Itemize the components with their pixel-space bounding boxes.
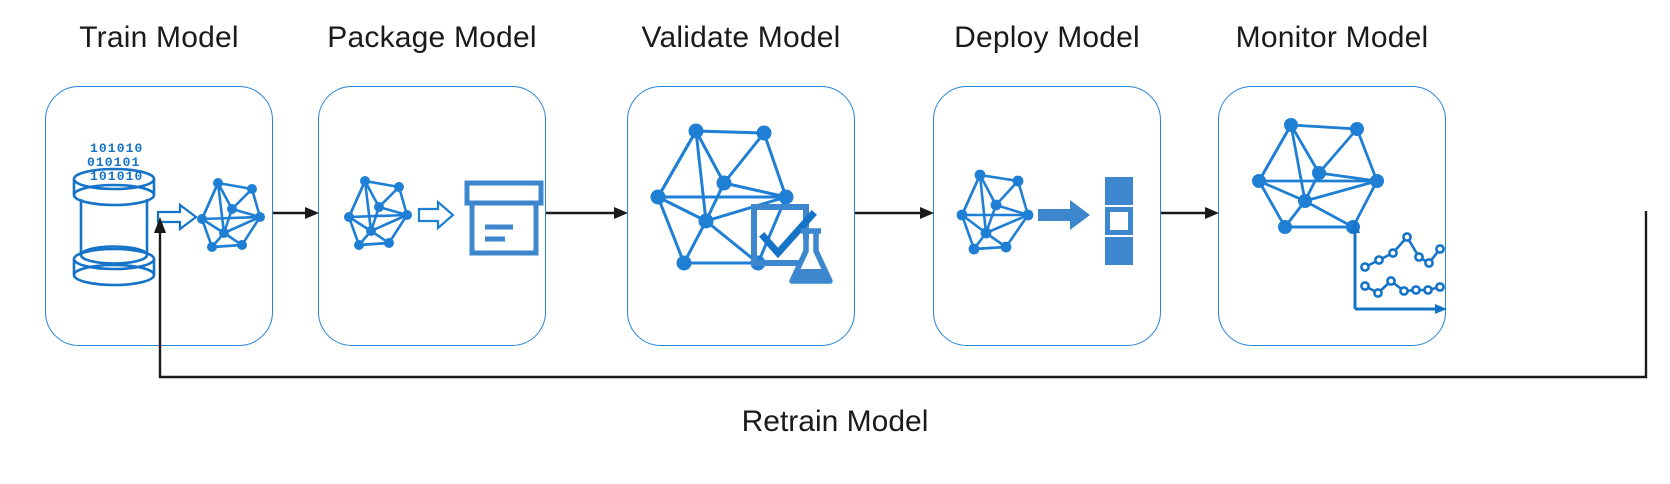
database-to-network-icon: 101010 010101 101010 xyxy=(46,87,272,345)
arrow-validate-to-deploy xyxy=(855,203,936,223)
retrain-feedback-loop xyxy=(140,203,1670,393)
flask-icon xyxy=(789,228,833,284)
stage-title-validate: Validate Model xyxy=(641,21,841,54)
neural-network-nodes xyxy=(197,178,265,252)
arrow-package-to-validate xyxy=(546,203,630,223)
neural-network-nodes xyxy=(344,176,412,250)
stage-title-deploy: Deploy Model xyxy=(954,21,1140,54)
stage-card-monitor-model[interactable] xyxy=(1218,86,1447,346)
binary-row-1: 010101 xyxy=(87,155,140,170)
binary-digits: 101010 010101 101010 xyxy=(87,141,143,184)
package-box-icon xyxy=(464,180,544,256)
network-to-package-icon xyxy=(319,87,545,345)
stage-title-monitor: Monitor Model xyxy=(1235,21,1429,54)
neural-network-nodes xyxy=(650,123,794,271)
stage-title-package: Package Model xyxy=(327,21,537,54)
neural-network-nodes xyxy=(1252,118,1384,234)
binary-row-2: 101010 xyxy=(90,169,143,184)
solid-arrow-icon xyxy=(1038,200,1090,230)
chart-axis-arrowheads xyxy=(1350,221,1447,314)
binary-row-0: 101010 xyxy=(90,141,143,156)
arrow-train-to-package xyxy=(273,203,321,223)
stage-card-deploy-model[interactable] xyxy=(933,86,1161,346)
monitoring-line-chart xyxy=(1350,221,1447,314)
stage-card-package-model[interactable] xyxy=(318,86,546,346)
network-checkmark-flask-icon xyxy=(628,87,854,345)
deployment-blocks-icon xyxy=(1105,177,1133,265)
hollow-arrow-icon xyxy=(417,199,455,231)
chart-series-upper-markers xyxy=(1360,232,1445,272)
database-cylinder xyxy=(72,167,156,287)
chart-axes xyxy=(1353,227,1441,311)
stage-title-train: Train Model xyxy=(79,21,239,54)
chart-series-lower-markers xyxy=(1360,276,1445,298)
network-with-linechart-icon xyxy=(1219,87,1447,345)
checkmark-icon xyxy=(759,210,817,259)
arrow-deploy-to-monitor xyxy=(1161,203,1221,223)
package-box-label-lines xyxy=(485,224,513,242)
retrain-loop-label: Retrain Model xyxy=(741,405,929,438)
stage-card-validate-model[interactable] xyxy=(627,86,855,346)
neural-network-nodes xyxy=(956,169,1034,255)
network-to-blocks-icon xyxy=(934,87,1160,345)
